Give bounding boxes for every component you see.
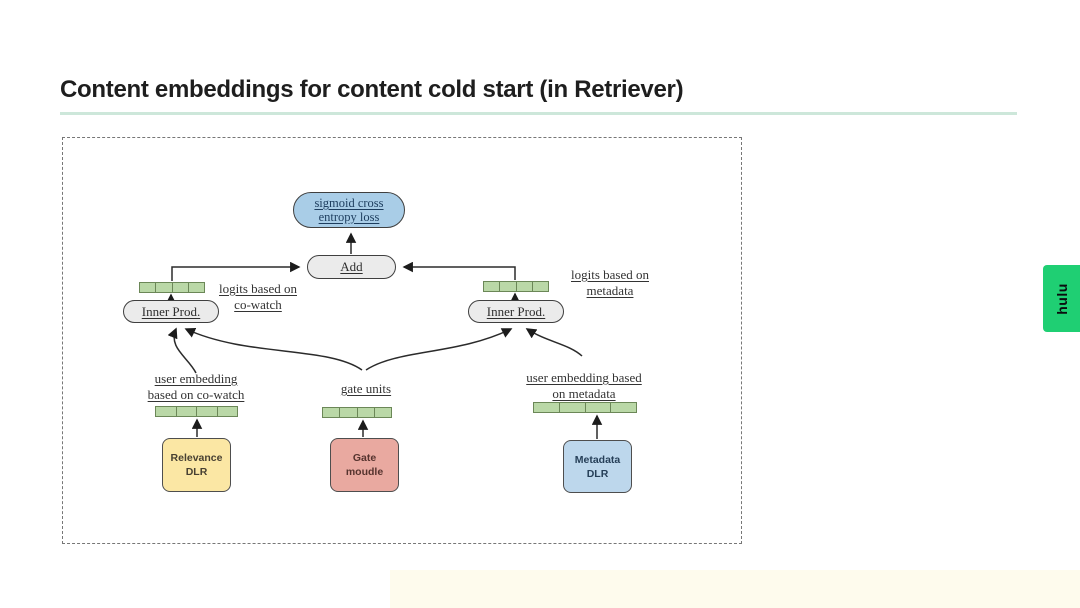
gate-units-bar	[322, 407, 392, 418]
user-metadata-embedding-bar	[533, 402, 637, 413]
diagram-dashed-frame	[62, 137, 742, 544]
label-gate-units: gate units	[330, 381, 402, 397]
metadata-dlr-line2: DLR	[586, 467, 609, 480]
loss-node: sigmoid cross entropy loss	[293, 192, 405, 228]
metadata-dlr-node: Metadata DLR	[563, 440, 632, 493]
title-underline	[60, 112, 1017, 115]
user-cowatch-embedding-bar	[155, 406, 238, 417]
arrow-right-logits-to-add	[402, 261, 516, 280]
hulu-logo-tab: hulu	[1043, 265, 1080, 332]
label-gate-units-text: gate units	[340, 381, 392, 396]
add-node: Add	[307, 255, 396, 279]
label-logits-metadata-line2: metadata	[586, 282, 634, 298]
metadata-dlr-line1: Metadata	[574, 453, 621, 466]
gate-module-line1: Gate	[352, 452, 377, 464]
arrow-left-logits-to-add	[171, 261, 301, 281]
add-node-label: Add	[340, 259, 363, 274]
label-logits-metadata: logits based on metadata	[560, 267, 660, 298]
gate-module-node: Gate moudle	[330, 438, 399, 492]
inner-prod-right-node: Inner Prod.	[468, 300, 564, 323]
inner-prod-left-label: Inner Prod.	[141, 303, 201, 319]
label-logits-cowatch: logits based on co-watch	[205, 281, 311, 312]
relevance-dlr-line1: Relevance	[170, 452, 223, 464]
loss-node-line1: sigmoid cross	[314, 196, 384, 210]
bottom-tint	[390, 570, 1080, 608]
loss-node-line2: entropy loss	[318, 210, 380, 224]
relevance-dlr-line2: DLR	[185, 466, 208, 478]
gate-module-line2: moudle	[345, 466, 384, 478]
page-title: Content embeddings for content cold star…	[60, 76, 684, 103]
label-user-embedding-metadata-line1: user embedding based	[526, 370, 642, 385]
label-logits-cowatch-line2: co-watch	[234, 296, 282, 312]
label-logits-metadata-line1: logits based on	[571, 267, 649, 282]
label-logits-cowatch-line1: logits based on	[219, 281, 297, 296]
logits-cowatch-vector-bar	[139, 282, 205, 293]
inner-prod-right-label: Inner Prod.	[486, 303, 546, 319]
arrow-cowatch-embedding-to-innerprod	[167, 327, 197, 374]
logits-metadata-vector-bar	[483, 281, 549, 292]
label-user-embedding-cowatch-line1: user embedding	[154, 371, 238, 386]
label-user-embedding-metadata: user embedding based on metadata	[516, 370, 652, 401]
label-user-embedding-metadata-line2: on metadata	[552, 385, 616, 401]
label-user-embedding-cowatch: user embedding based on co-watch	[138, 371, 254, 402]
arrow-gate-to-innerprod-right	[365, 328, 513, 371]
arrow-gate-to-innerprod-left	[184, 328, 363, 371]
relevance-dlr-node: Relevance DLR	[162, 438, 231, 492]
arrow-metadata-embedding-to-innerprod	[525, 328, 583, 357]
label-user-embedding-cowatch-line2: based on co-watch	[147, 386, 245, 402]
